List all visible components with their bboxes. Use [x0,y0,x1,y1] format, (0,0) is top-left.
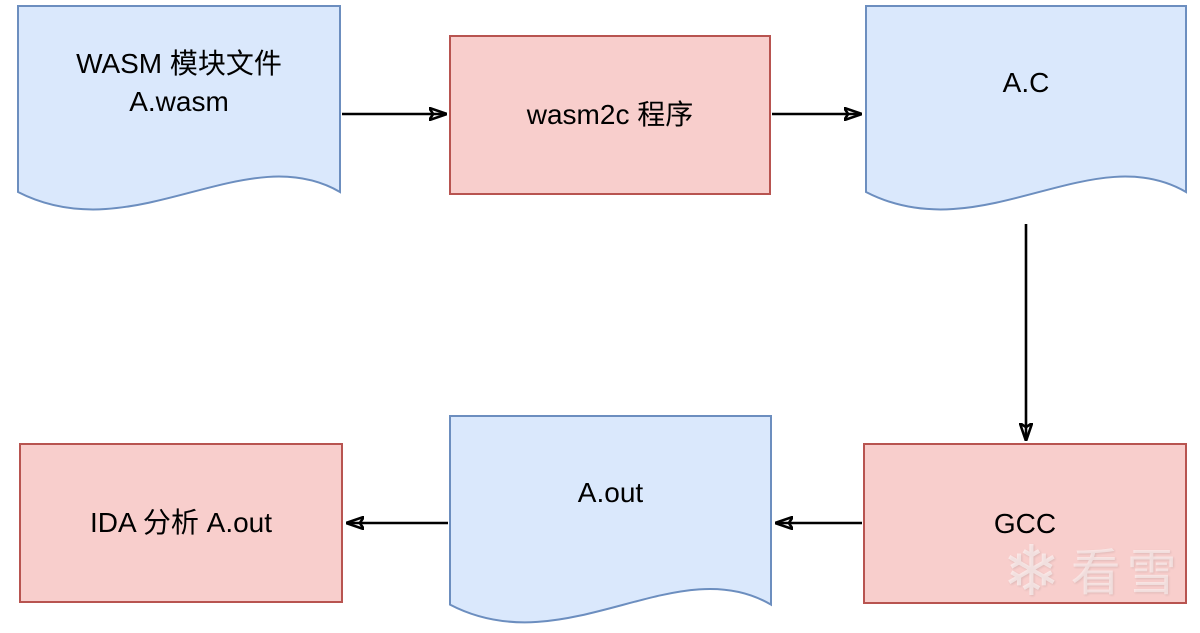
document-shape [865,5,1187,211]
node-label-text: wasm2c 程序 [526,99,694,130]
node-wasm-module-file: WASM 模块文件 A.wasm [17,5,341,217]
node-ida-analyze-a-out: IDA 分析 A.out [19,443,343,603]
node-label-text: IDA 分析 A.out [89,507,273,538]
node-wasm2c-program: wasm2c 程序 [449,35,771,195]
node-label-text: GCC [993,507,1057,539]
node-label: GCC [865,445,1185,602]
document-shape [17,5,341,211]
node-label: wasm2c 程序 [451,37,769,193]
node-gcc: GCC [863,443,1187,604]
node-a-out: A.out [449,415,772,630]
document-shape [449,415,772,624]
node-a-c: A.C [865,5,1187,217]
node-label: IDA 分析 A.out [21,445,341,601]
